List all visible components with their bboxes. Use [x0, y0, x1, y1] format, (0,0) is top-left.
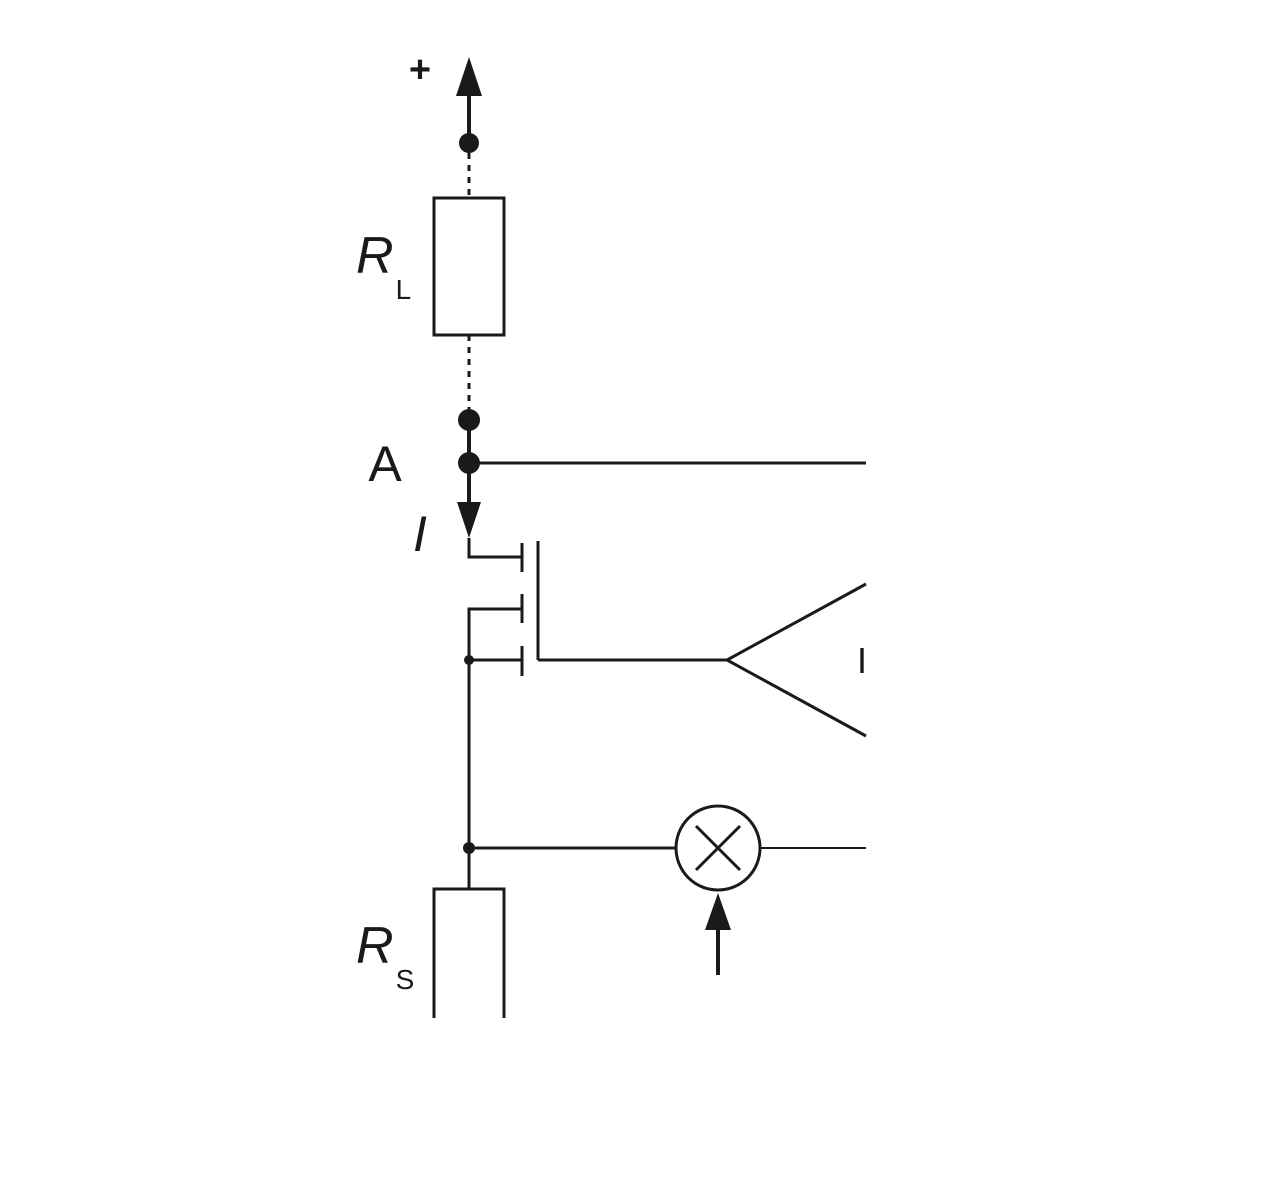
multiplier — [469, 804, 866, 975]
supply-terminal: + — [409, 49, 482, 143]
multiplier-x-icon — [694, 824, 742, 872]
node-a-label: A — [368, 436, 402, 492]
current-indicator: I — [413, 463, 481, 562]
mosfet-transistor — [467, 538, 730, 676]
mosfet-substrate — [467, 607, 522, 660]
amplifier-label: I — [857, 640, 867, 681]
supply-arrow-icon — [456, 57, 482, 96]
sense-resistor-symbol: R — [356, 917, 394, 975]
load-resistor: RL — [356, 196, 506, 337]
supply-label: + — [409, 49, 431, 91]
load-resistor-body — [432, 196, 506, 337]
mosfet-drain — [467, 538, 522, 559]
current-label: I — [413, 506, 427, 562]
sense-resistor-subscript: S — [396, 964, 415, 995]
multiplier-control-arrow-icon — [705, 893, 731, 930]
load-resistor-label: RL — [356, 227, 411, 305]
sense-resistor-body — [432, 887, 506, 1018]
sense-resistor-label: RS — [356, 917, 414, 995]
load-resistor-subscript: L — [396, 274, 412, 305]
junction-dot — [459, 133, 479, 153]
amplifier-triangle — [723, 582, 867, 738]
current-arrow-icon — [457, 502, 481, 538]
sense-resistor: RS — [356, 887, 506, 1018]
amplifier: I — [723, 582, 867, 738]
load-resistor-symbol: R — [356, 227, 394, 285]
